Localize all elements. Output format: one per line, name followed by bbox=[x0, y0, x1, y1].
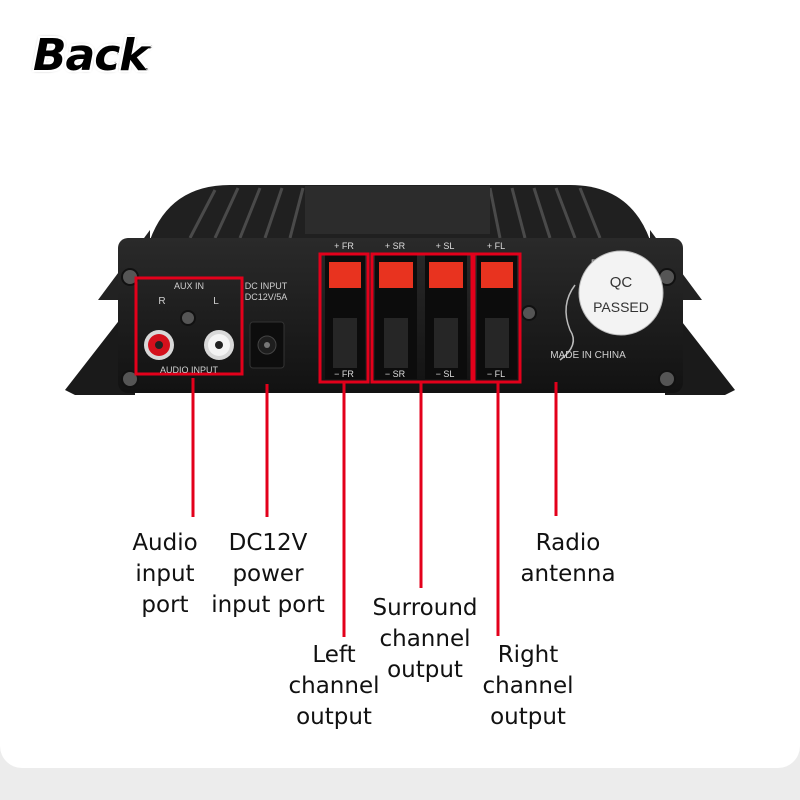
label-surround-channel-output: Surround channel output bbox=[372, 595, 478, 683]
label-right-channel-output: Right channel output bbox=[482, 642, 574, 730]
terminal-fr-plus: + FR bbox=[334, 241, 354, 251]
terminal-sr-minus: − SR bbox=[385, 369, 406, 379]
terminal-fl-minus: − FL bbox=[487, 369, 505, 379]
dc-power-jack[interactable] bbox=[249, 321, 285, 369]
r-label: R bbox=[158, 296, 165, 307]
made-in-china-label: MADE IN CHINA bbox=[550, 350, 626, 361]
terminal-sr-plus: + SR bbox=[385, 241, 406, 251]
leader-lines bbox=[191, 378, 558, 637]
screws bbox=[121, 268, 676, 388]
rca-jack-white[interactable] bbox=[204, 330, 234, 360]
dc-input-label: DC INPUT bbox=[245, 281, 288, 291]
amplifier-back-panel-illustration: AUX IN R L AUDIO INPUT DC INPUT DC12V/5A bbox=[65, 185, 735, 637]
label-audio-input-port: Audio input port bbox=[132, 530, 198, 618]
terminal-fl-plus: + FL bbox=[487, 241, 505, 251]
audio-input-highlight-box bbox=[134, 276, 244, 376]
heatsink-fins bbox=[150, 185, 650, 240]
product-image-card: Back bbox=[0, 0, 800, 768]
antenna-wire bbox=[559, 284, 576, 361]
terminal-sl-plus: + SL bbox=[436, 241, 455, 251]
passed-text: PASSED bbox=[593, 299, 649, 315]
page-title: Back bbox=[33, 30, 149, 81]
rca-jack-red[interactable] bbox=[144, 330, 174, 360]
label-dc-power-input-port: DC12V power input port bbox=[211, 530, 325, 618]
dc-spec-label: DC12V/5A bbox=[245, 292, 288, 302]
qc-text: QC bbox=[610, 274, 633, 291]
terminal-fl[interactable] bbox=[477, 254, 517, 379]
label-left-channel-output: Left channel output bbox=[288, 642, 380, 730]
terminal-sl[interactable] bbox=[425, 254, 467, 379]
terminal-labels: + FR + SR + SL + FL − FR − SR − SL − FL bbox=[334, 241, 505, 379]
terminal-fr-minus: − FR bbox=[334, 369, 354, 379]
aux-in-label: AUX IN bbox=[174, 281, 204, 291]
qc-passed-sticker: QC PASSED bbox=[578, 250, 664, 336]
terminal-sl-minus: − SL bbox=[436, 369, 455, 379]
label-radio-antenna: Radio antenna bbox=[520, 530, 616, 587]
terminal-sr[interactable] bbox=[375, 254, 417, 379]
l-label: L bbox=[213, 296, 219, 307]
audio-input-label: AUDIO INPUT bbox=[160, 365, 219, 375]
terminal-fr[interactable] bbox=[325, 254, 365, 379]
